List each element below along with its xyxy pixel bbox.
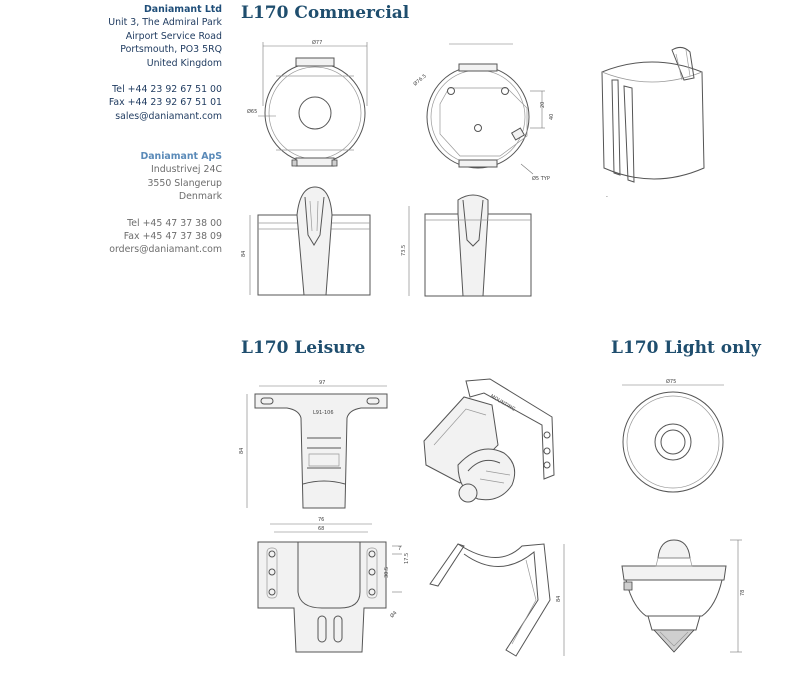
dim-label: Ø65 bbox=[247, 108, 257, 115]
address-line: Denmark bbox=[178, 191, 222, 203]
dim-label: 7 bbox=[398, 546, 401, 552]
dim-label: 84 bbox=[239, 448, 245, 454]
part-number-label: L91-106 bbox=[313, 410, 334, 416]
address-line: Portsmouth, PO3 5RQ bbox=[120, 44, 222, 56]
dim-label: 40 bbox=[549, 114, 555, 120]
address-line: Unit 3, The Admiral Park bbox=[108, 17, 222, 29]
address-line: Airport Service Road bbox=[125, 30, 222, 42]
dim-label: 84 bbox=[556, 596, 562, 602]
email-address: sales@daniamant.com bbox=[115, 110, 222, 122]
leisure-front-view-drawing: 97 84 L91-106 bbox=[239, 380, 391, 518]
commercial-side-view-drawing: 73.5 bbox=[401, 190, 543, 302]
dim-label: Ø4 bbox=[388, 609, 398, 619]
email-address: orders@daniamant.com bbox=[109, 244, 222, 256]
section-title-leisure: L170 Leisure bbox=[241, 338, 366, 358]
dim-label: 30.5 bbox=[384, 567, 390, 578]
commercial-front-view-drawing: 84 bbox=[241, 185, 377, 301]
address-line: Industrivej 24C bbox=[151, 164, 222, 176]
section-title-commercial: L170 Commercial bbox=[241, 3, 410, 23]
dim-label: 84 bbox=[241, 251, 247, 257]
dim-label: 97 bbox=[319, 380, 325, 386]
section-title-light-only: L170 Light only bbox=[611, 338, 761, 358]
leisure-isometric-drawing: MOUNTING bbox=[420, 375, 565, 517]
commercial-isometric-drawing: - bbox=[592, 40, 712, 200]
dim-label: Ø77 bbox=[312, 39, 322, 46]
dim-label: 68 bbox=[318, 526, 324, 532]
leisure-mount-plate-drawing: 76 68 7 17.5 30.5 Ø4 bbox=[252, 517, 410, 660]
leisure-side-profile-drawing: 84 bbox=[428, 540, 568, 664]
commercial-top-view-drawing: Ø77 Ø65 bbox=[247, 39, 384, 176]
dim-label: 17.5 bbox=[404, 553, 410, 564]
company-name-uk: Daniamant Ltd bbox=[143, 4, 222, 15]
dim-label: Ø76.5 bbox=[412, 72, 428, 87]
dim-label: 76 bbox=[318, 517, 324, 523]
dim-label: 78 bbox=[740, 590, 746, 596]
dim-label: Ø75 bbox=[666, 378, 676, 385]
phone-number: Tel +44 23 92 67 51 00 bbox=[112, 84, 222, 96]
address-line: 3550 Slangerup bbox=[147, 177, 222, 189]
dim-label: 20 bbox=[540, 102, 546, 108]
contact-uk: Daniamant Ltd Unit 3, The Admiral Park A… bbox=[108, 3, 222, 123]
address-line: United Kingdom bbox=[146, 57, 222, 69]
dim-label: 73.5 bbox=[401, 245, 407, 256]
light-only-side-view-drawing: 78 bbox=[618, 536, 746, 662]
dim-label: Ø5 TYP bbox=[532, 175, 550, 182]
light-only-top-view-drawing: Ø75 bbox=[620, 378, 730, 492]
svg-text:-: - bbox=[606, 194, 608, 200]
phone-number: Tel +45 47 37 38 00 bbox=[127, 217, 222, 229]
commercial-bracket-top-view-drawing: Ø76.5 20 40 Ø5 TYP bbox=[412, 36, 555, 182]
company-name-dk: Daniamant ApS bbox=[140, 151, 222, 162]
contact-dk: Daniamant ApS Industrivej 24C 3550 Slang… bbox=[109, 150, 222, 257]
fax-number: Fax +44 23 92 67 51 01 bbox=[108, 97, 222, 109]
fax-number: Fax +45 47 37 38 09 bbox=[123, 231, 222, 243]
